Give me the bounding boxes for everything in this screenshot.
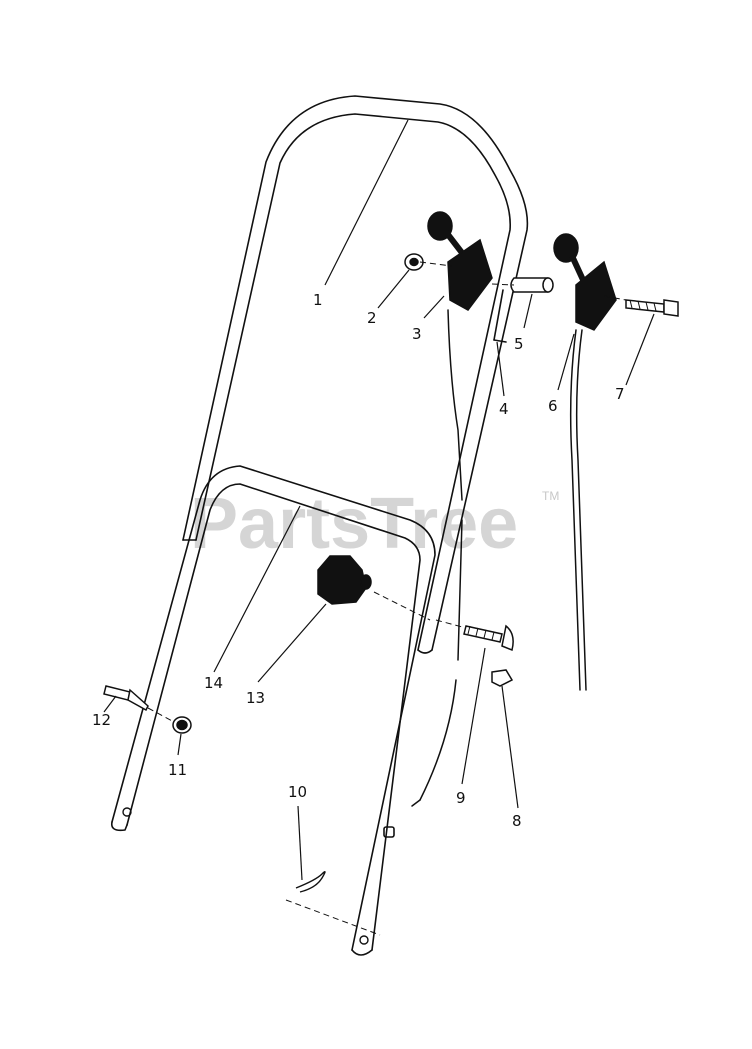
callout-5: 5 <box>514 335 524 353</box>
callout-8: 8 <box>512 812 522 830</box>
callout-labels: 1 2 3 4 5 6 7 8 9 10 11 12 13 14 <box>92 291 625 830</box>
hairpin-clip-part-10 <box>295 871 326 893</box>
callout-2: 2 <box>367 309 377 327</box>
callout-12: 12 <box>92 711 111 729</box>
nut-part-11 <box>172 716 192 734</box>
callout-11: 11 <box>168 761 187 779</box>
callout-4: 4 <box>499 400 509 418</box>
bolt-part-12 <box>103 685 149 712</box>
nut-part-2 <box>404 253 424 271</box>
control-cables <box>411 309 587 807</box>
leader-lines <box>103 119 655 881</box>
callout-3: 3 <box>412 325 422 343</box>
control-lever-part-6 <box>553 233 617 331</box>
callout-7: 7 <box>615 385 625 403</box>
callout-13: 13 <box>246 689 265 707</box>
knob-part-13 <box>317 555 372 605</box>
watermark: PartsTree TM <box>190 484 559 564</box>
control-lever-part-3 <box>427 211 493 311</box>
upper-handle <box>182 95 529 654</box>
callout-10: 10 <box>288 783 307 801</box>
alignment-lines <box>147 261 627 936</box>
carriage-bolt-part-9 <box>463 624 514 652</box>
lower-handle <box>110 465 436 956</box>
callout-1: 1 <box>313 291 323 309</box>
bolt-part-7 <box>625 299 679 317</box>
watermark-text: PartsTree <box>190 484 518 564</box>
callout-14: 14 <box>204 674 223 692</box>
nut-part-8 <box>491 669 514 687</box>
callout-6: 6 <box>548 397 558 415</box>
callout-9: 9 <box>456 789 466 807</box>
watermark-trademark: TM <box>542 489 559 503</box>
spacer-part-5 <box>510 277 554 293</box>
